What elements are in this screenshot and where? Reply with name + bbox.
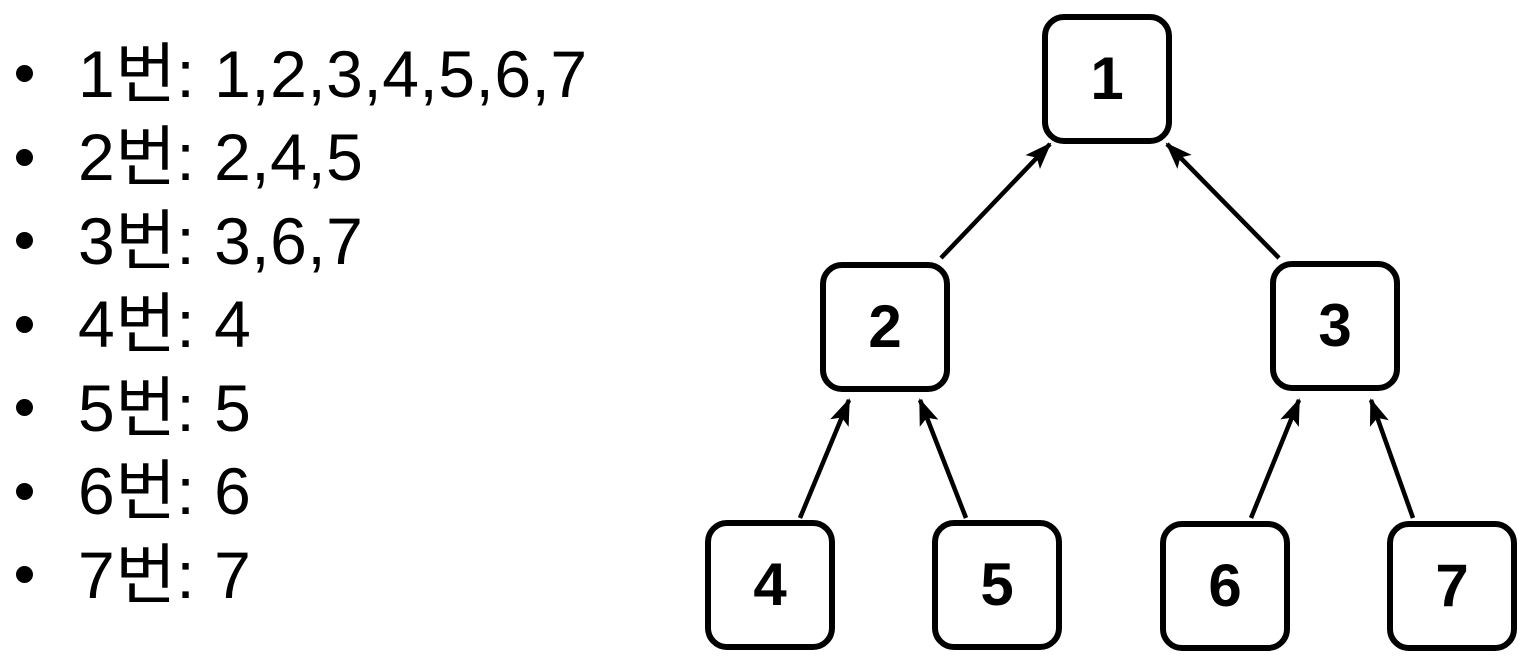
list-item-text: 3번: 3,6,7 bbox=[78, 203, 364, 278]
tree-node-1: 1 bbox=[1042, 14, 1172, 144]
edge-2-to-1 bbox=[939, 142, 1052, 260]
bullet-icon bbox=[16, 148, 33, 166]
edge-5-to-2 bbox=[917, 398, 969, 519]
tree-node-label: 7 bbox=[1435, 552, 1469, 619]
tree-node-label: 6 bbox=[1208, 552, 1242, 619]
tree-node-6: 6 bbox=[1160, 521, 1290, 651]
bullet-icon bbox=[16, 399, 33, 417]
tree-node-label: 2 bbox=[868, 293, 902, 360]
list-item: 2번: 2,4,5 bbox=[16, 116, 588, 200]
edge-6-to-3 bbox=[1248, 398, 1302, 519]
list-item: 7번: 7 bbox=[16, 533, 588, 617]
tree-node-5: 5 bbox=[932, 520, 1062, 650]
edge-3-to-1 bbox=[1165, 142, 1281, 260]
list-item-text: 7번: 7 bbox=[78, 537, 252, 612]
bullet-icon bbox=[16, 482, 33, 500]
edge-4-to-2 bbox=[797, 398, 852, 519]
bullet-icon bbox=[16, 232, 33, 250]
list-item-text: 4번: 4 bbox=[78, 287, 252, 362]
tree-node-2: 2 bbox=[820, 262, 950, 392]
adjacency-list: 1번: 1,2,3,4,5,6,7 2번: 2,4,5 3번: 3,6,7 4번… bbox=[16, 32, 588, 617]
list-item-text: 6번: 6 bbox=[78, 454, 252, 529]
tree-node-label: 4 bbox=[753, 551, 787, 618]
bullet-icon bbox=[16, 65, 33, 83]
list-item: 5번: 5 bbox=[16, 366, 588, 450]
list-item-text: 1번: 1,2,3,4,5,6,7 bbox=[78, 36, 588, 111]
tree-node-label: 5 bbox=[980, 551, 1014, 618]
tree-node-label: 1 bbox=[1090, 45, 1124, 112]
tree-node-7: 7 bbox=[1387, 521, 1517, 651]
tree-node-4: 4 bbox=[705, 520, 835, 650]
edge-7-to-3 bbox=[1368, 398, 1416, 519]
list-item: 1번: 1,2,3,4,5,6,7 bbox=[16, 32, 588, 116]
bullet-icon bbox=[16, 315, 33, 333]
tree-node-3: 3 bbox=[1270, 261, 1400, 391]
list-item-text: 5번: 5 bbox=[78, 370, 252, 445]
tree-node-label: 3 bbox=[1318, 292, 1352, 359]
list-item-text: 2번: 2,4,5 bbox=[78, 120, 364, 195]
list-item: 3번: 3,6,7 bbox=[16, 199, 588, 283]
list-item: 4번: 4 bbox=[16, 283, 588, 367]
bullet-icon bbox=[16, 566, 33, 584]
list-item: 6번: 6 bbox=[16, 450, 588, 534]
